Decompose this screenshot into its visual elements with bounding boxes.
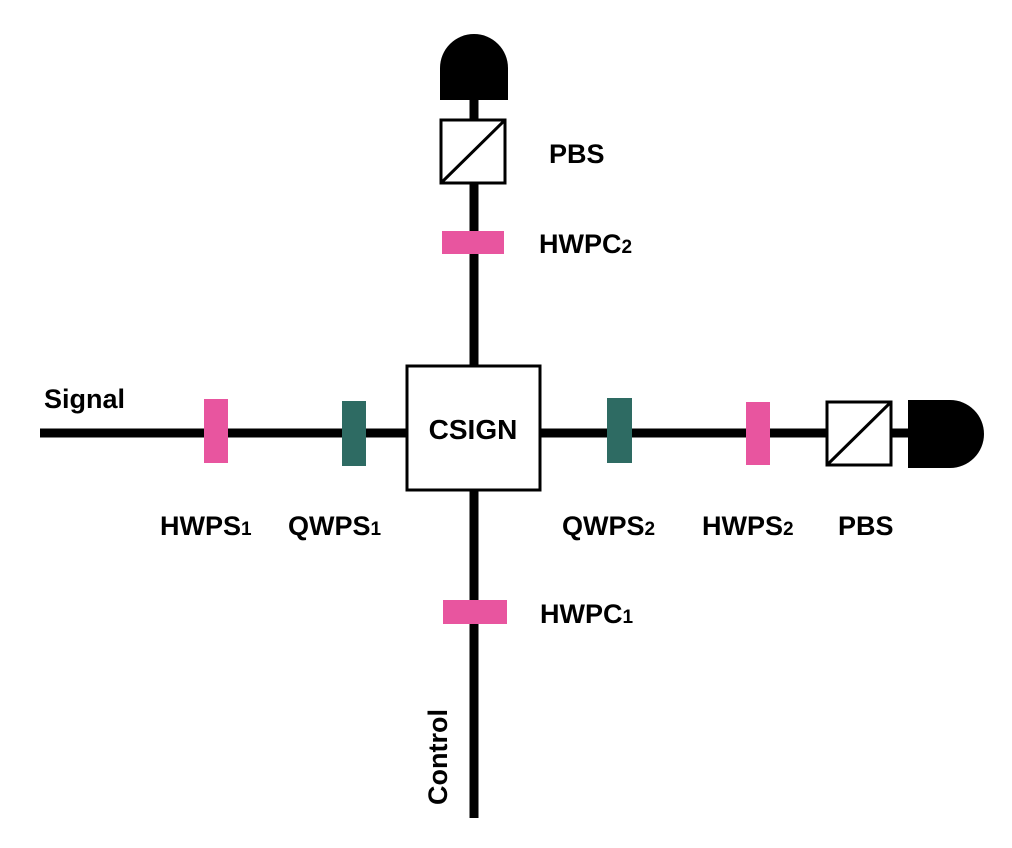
csign-label: CSIGN <box>429 414 518 445</box>
hwps2-label: HWPS2 <box>702 511 794 541</box>
detector-icon-top <box>440 34 508 100</box>
signal-label: Signal <box>44 384 125 414</box>
control-label: Control <box>423 709 453 805</box>
polarizing-beam-splitter-icon-right <box>825 400 893 467</box>
qwps1-plate <box>342 401 366 466</box>
pbs-right-label: PBS <box>838 511 894 541</box>
pbs-top-label: PBS <box>549 139 605 169</box>
qwps2-label: QWPS2 <box>562 511 655 541</box>
qwps1-label: QWPS1 <box>288 511 382 541</box>
detector-icon-right <box>908 400 984 468</box>
hwps1-plate <box>204 399 228 463</box>
qwps2-plate <box>607 398 632 463</box>
hwpc2-plate <box>442 231 504 254</box>
hwpc1-label: HWPC1 <box>540 599 634 629</box>
csign-gate-box <box>405 364 542 492</box>
hwpc2-label: HWPC2 <box>539 229 632 259</box>
polarizing-beam-splitter-icon-top <box>439 118 507 185</box>
hwps2-plate <box>746 402 770 465</box>
hwps1-label: HWPS1 <box>160 511 252 541</box>
hwpc1-plate <box>443 600 507 624</box>
